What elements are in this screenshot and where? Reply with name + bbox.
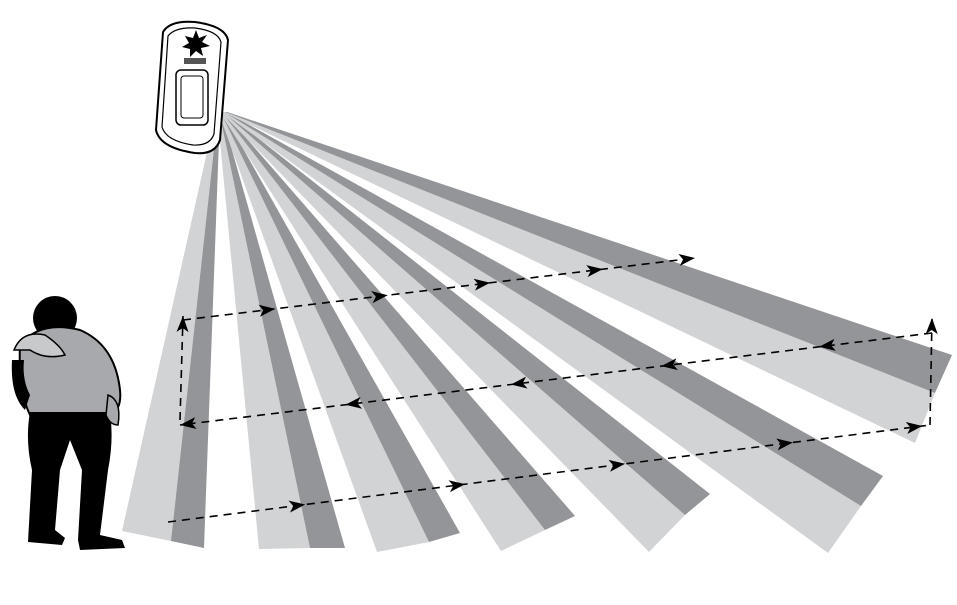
arrow-head-icon bbox=[176, 316, 189, 333]
arrow-head-icon bbox=[925, 318, 938, 335]
beam-2-light bbox=[217, 112, 310, 549]
arrow-head-icon bbox=[473, 278, 491, 291]
beam-2-dark bbox=[219, 112, 345, 548]
arrow-head-icon bbox=[510, 376, 528, 389]
beam-6-dark bbox=[224, 112, 883, 506]
arrow-head-icon bbox=[819, 338, 836, 351]
person-icon bbox=[11, 296, 125, 550]
beam-4-dark bbox=[221, 112, 575, 530]
beam-3-dark bbox=[220, 112, 460, 542]
walk-path-segment bbox=[179, 315, 184, 421]
motion-sensor-icon bbox=[154, 20, 230, 155]
beam-5-light bbox=[220, 112, 686, 552]
beam-4-light bbox=[219, 112, 545, 551]
arrow-head-icon bbox=[905, 422, 923, 434]
arrow-head-icon bbox=[586, 265, 603, 278]
walk-path-segment bbox=[179, 332, 933, 426]
arrow-head-icon bbox=[678, 253, 695, 266]
arrow-head-icon bbox=[448, 480, 466, 493]
beam-5-dark bbox=[222, 112, 711, 515]
detection-beams bbox=[122, 112, 952, 553]
arrow-head-icon bbox=[180, 417, 197, 430]
beam-1-light bbox=[122, 112, 218, 541]
arrow-head-icon bbox=[258, 304, 276, 317]
beam-3-light bbox=[218, 112, 429, 552]
beam-1-dark bbox=[171, 112, 220, 548]
arrow-head-icon bbox=[345, 396, 363, 409]
walk-path bbox=[167, 253, 938, 523]
beam-7-dark bbox=[225, 112, 952, 393]
beam-6-light bbox=[222, 112, 861, 553]
arrow-head-icon bbox=[288, 500, 306, 513]
arrow-head-icon bbox=[661, 358, 678, 371]
beam-7-light bbox=[223, 112, 935, 443]
arrow-head-icon bbox=[608, 459, 626, 472]
walk-path-segment bbox=[929, 317, 933, 426]
arrow-head-icon bbox=[776, 438, 793, 451]
arrow-head-icon bbox=[371, 291, 388, 304]
